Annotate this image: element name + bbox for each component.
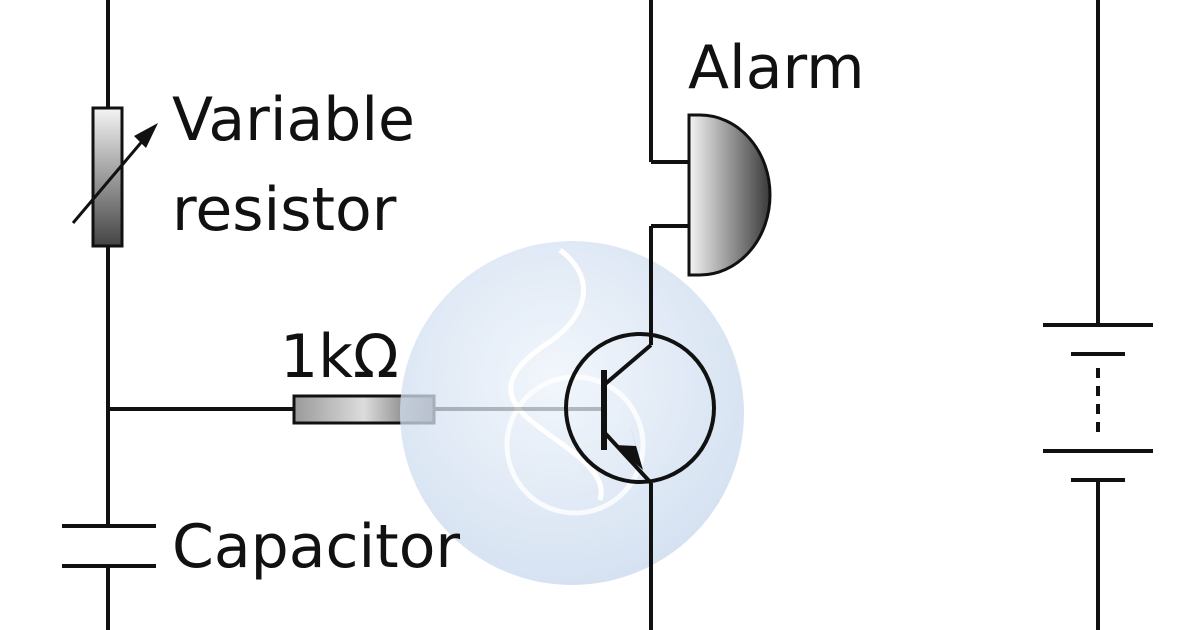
middle-wire: [649, 0, 689, 630]
emitter-arrow-icon: [615, 425, 643, 470]
buzzer-symbol: [687, 113, 772, 277]
capacitor-label: Capacitor: [172, 512, 461, 582]
variable-resistor-label-line1: Variable: [172, 85, 415, 155]
battery-symbol: [1043, 323, 1153, 482]
arrow-icon: [134, 123, 158, 148]
alarm-label: Alarm: [688, 33, 865, 103]
watermark-globe-icon: [400, 241, 744, 585]
resistor-value-label: 1kΩ: [280, 322, 399, 392]
transistor-symbol: [564, 332, 716, 485]
variable-resistor-symbol: [71, 106, 158, 248]
variable-resistor-label-line2: resistor: [172, 175, 397, 245]
capacitor-symbol: [62, 524, 156, 568]
